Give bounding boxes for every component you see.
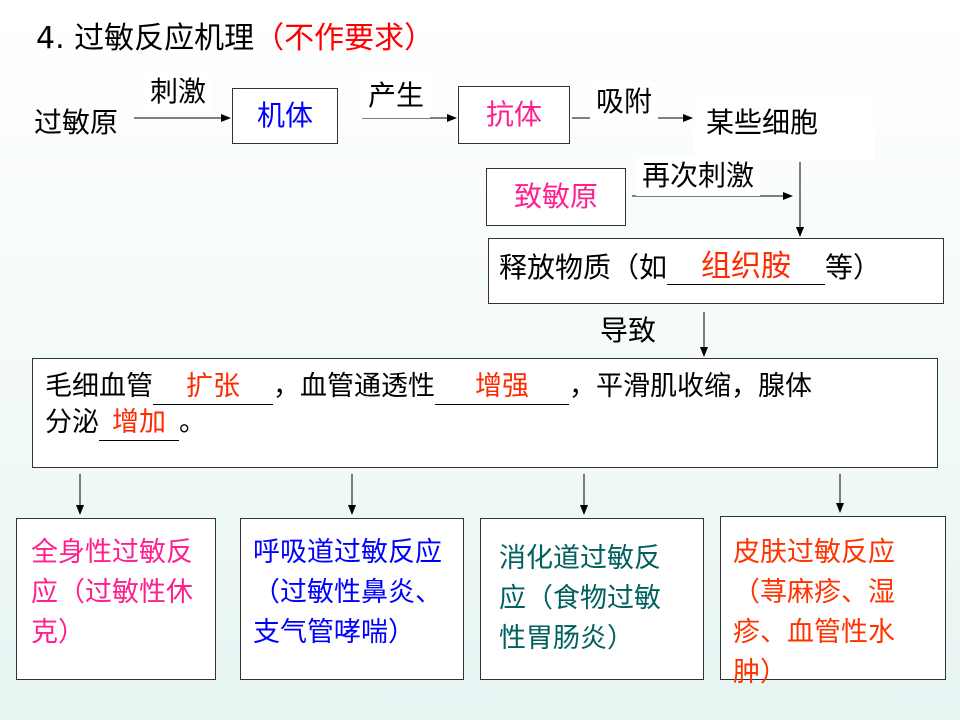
sensitizer-label: 致敏原 xyxy=(513,180,598,213)
outcome-box-respiratory: 呼吸道过敏反应（过敏性鼻炎、支气管哮喘） xyxy=(240,518,464,680)
effects-fill-1: 扩张 xyxy=(186,371,240,402)
cells-box: 某些细胞 xyxy=(694,96,874,160)
effects-line-1: 毛细血管 扩张 ，血管通透性 增强 ，平滑肌收缩，腺体 xyxy=(45,369,925,405)
allergen-label: 过敏原 xyxy=(34,106,119,139)
title-note: （不作要求） xyxy=(254,21,435,56)
release-box: 释放物质（如组织胺等） xyxy=(488,238,944,304)
effects-text-2: ，血管通透性 xyxy=(273,371,435,402)
outcome-text-systemic: 全身性过敏反应（过敏性休克） xyxy=(31,537,193,648)
effects-fill-3: 增加 xyxy=(112,407,166,438)
cells-label: 某些细胞 xyxy=(706,106,819,139)
sensitizer-box: 致敏原 xyxy=(486,168,626,226)
outcome-box-skin: 皮肤过敏反应（荨麻疹、湿疹、血管性水肿） xyxy=(720,516,946,688)
antibody-label: 抗体 xyxy=(485,98,542,131)
release-suffix: 等） xyxy=(825,251,882,284)
organism-label: 机体 xyxy=(256,99,313,132)
effects-blank-1: 扩张 xyxy=(153,371,273,405)
outcome-text-digestive: 消化道过敏反应（食物过敏性胃肠炎） xyxy=(499,543,661,654)
effects-text-4: 分泌 xyxy=(45,407,99,438)
outcome-text-respiratory: 呼吸道过敏反应（过敏性鼻炎、支气管哮喘） xyxy=(253,537,442,648)
title-number: 4. xyxy=(36,21,65,56)
adsorb-label: 吸附 xyxy=(590,82,659,122)
antibody-box: 抗体 xyxy=(458,86,570,144)
outcome-box-digestive: 消化道过敏反应（食物过敏性胃肠炎） xyxy=(480,518,704,680)
outcome-box-systemic: 全身性过敏反应（过敏性休克） xyxy=(16,518,216,680)
release-prefix: 释放物质（如 xyxy=(499,251,668,284)
effects-fill-2: 增强 xyxy=(475,371,529,402)
restimulate-label: 再次刺激 xyxy=(636,156,761,196)
effects-blank-2: 增强 xyxy=(435,371,569,405)
title-main: 过敏反应机理 xyxy=(74,21,255,56)
outcome-text-skin: 皮肤过敏反应（荨麻疹、湿疹、血管性水肿） xyxy=(733,537,895,688)
effects-box: 毛细血管 扩张 ，血管通透性 增强 ，平滑肌收缩，腺体 分泌增加。 xyxy=(32,358,938,468)
cause-label: 导致 xyxy=(600,314,657,347)
release-fill: 组织胺 xyxy=(701,249,792,284)
organism-box: 机体 xyxy=(232,88,338,144)
effects-text-3: ，平滑肌收缩，腺体 xyxy=(569,371,812,402)
page-title: 4. 过敏反应机理（不作要求） xyxy=(36,22,434,56)
stimulate-label: 刺激 xyxy=(144,70,213,114)
produce-label: 产生 xyxy=(362,74,431,118)
effects-text-5: 。 xyxy=(179,407,206,438)
effects-text-1: 毛细血管 xyxy=(45,371,153,402)
effects-line-2: 分泌增加。 xyxy=(45,405,925,441)
release-blank: 组织胺 xyxy=(667,249,826,285)
effects-blank-3: 增加 xyxy=(99,407,179,441)
